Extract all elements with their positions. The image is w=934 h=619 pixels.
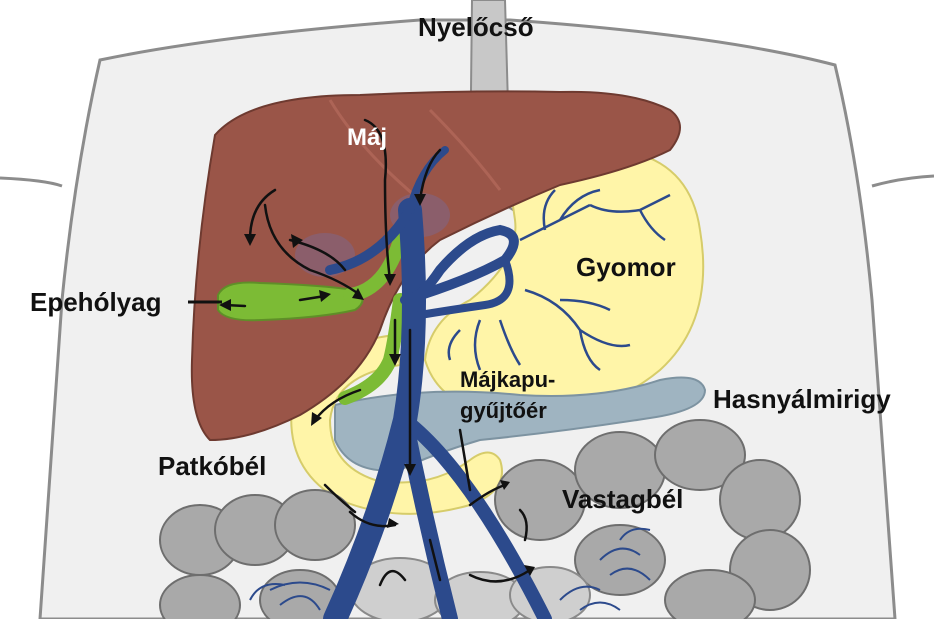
liver-label: Máj <box>347 126 387 150</box>
esophagus-label: Nyelőcső <box>418 14 534 40</box>
stomach-label: Gyomor <box>576 254 676 280</box>
chest-right-line <box>872 176 934 186</box>
duodenum-label: Patkóbél <box>158 453 266 479</box>
portal-vein-label-line1: Májkapu- <box>460 367 555 392</box>
colon-label: Vastagbél <box>562 486 683 512</box>
portal-vein-label-line2: gyűjtőér <box>460 398 547 423</box>
chest-left-line <box>0 178 62 186</box>
gallbladder-label: Epehólyag <box>30 289 161 315</box>
pancreas-label: Hasnyálmirigy <box>713 386 891 412</box>
